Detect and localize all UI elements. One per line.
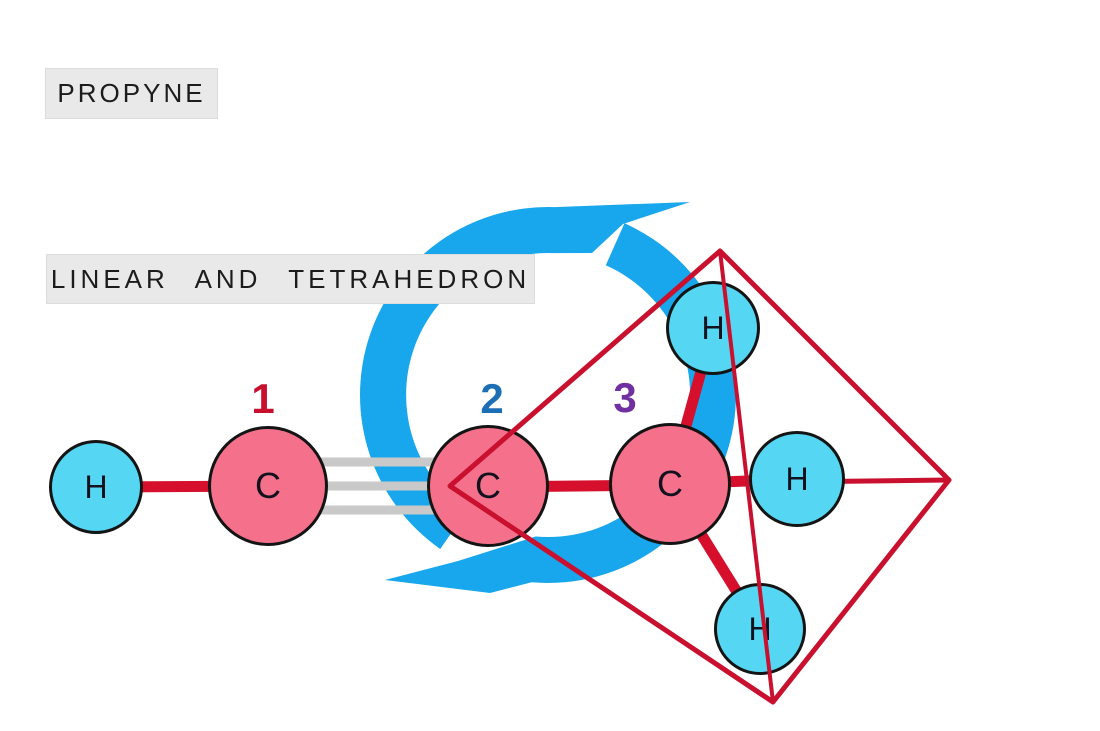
atom-symbol: C: [255, 465, 281, 506]
atom-h-bottom: H: [714, 583, 806, 675]
atom-symbol: H: [84, 468, 108, 505]
atom-c2: C: [427, 425, 549, 547]
atom-c3: C: [609, 423, 731, 545]
atom-c1: C: [208, 426, 328, 546]
propyne-title-box: PROPYNE: [45, 68, 218, 119]
geometry-subtitle-box: LINEAR AND TETRAHEDRON: [46, 254, 535, 304]
triple-bond-lines: [311, 457, 443, 515]
atom-symbol: H: [701, 309, 725, 346]
atom-h-right: H: [749, 431, 845, 527]
carbon-number-2: 2: [480, 375, 504, 422]
carbon-number-1: 1: [251, 375, 275, 422]
geometry-subtitle-text: LINEAR AND TETRAHEDRON: [50, 263, 531, 294]
atom-h-left: H: [49, 440, 143, 534]
atom-symbol: C: [475, 465, 501, 506]
propyne-title-text: PROPYNE: [57, 78, 206, 108]
atom-symbol: H: [748, 610, 772, 647]
atom-symbol: C: [657, 463, 683, 504]
atom-symbol: H: [785, 460, 809, 497]
atom-h-top: H: [666, 281, 760, 375]
carbon-number-3: 3: [613, 374, 637, 421]
